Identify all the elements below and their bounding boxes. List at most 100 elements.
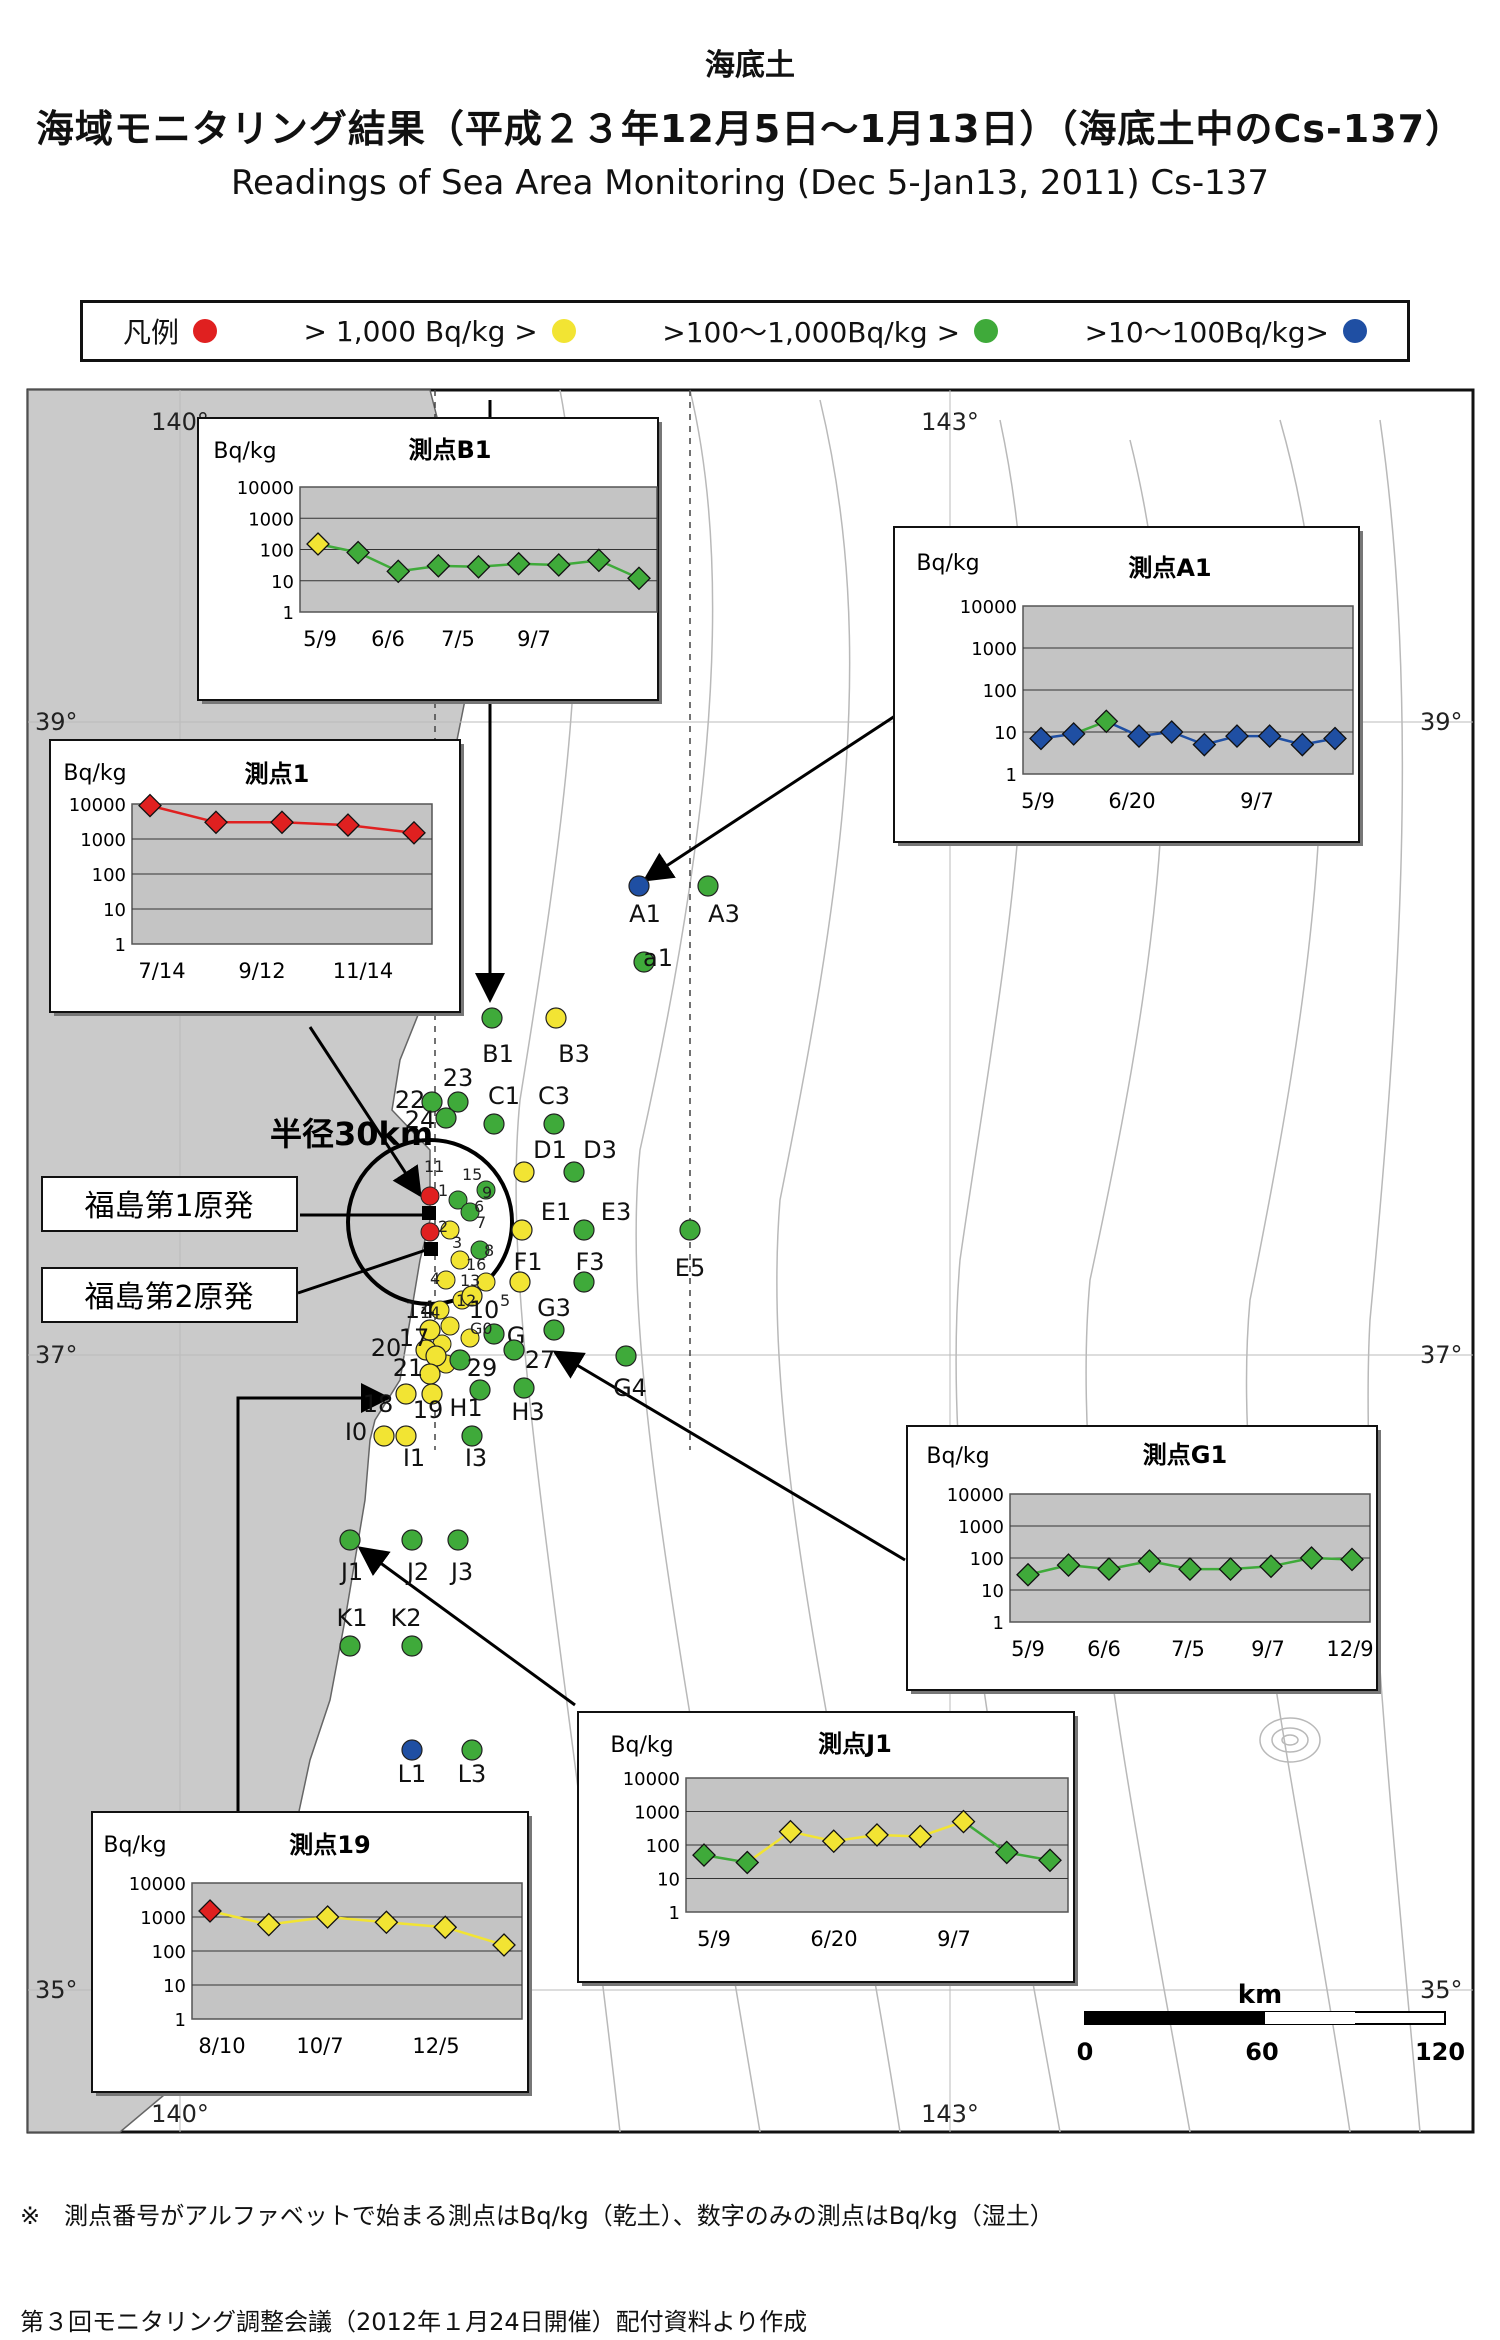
inset-data-point [306, 532, 330, 556]
station-label-K1: K1 [336, 1604, 367, 1632]
latitude-label: 37° [35, 1341, 78, 1369]
inset-x-tick: 7/5 [441, 627, 475, 651]
station-label-J1: J1 [339, 1558, 363, 1586]
station-dot-J1 [339, 1529, 361, 1551]
inset-title: 測点1 [245, 760, 310, 788]
station-label-E3: E3 [601, 1198, 631, 1226]
station-dot-B3 [545, 1007, 567, 1029]
station-dot-A3 [697, 875, 719, 897]
station-dot-24 [435, 1107, 457, 1129]
inset-y-tick: 10 [163, 1976, 186, 1997]
nearshore-station-dot [476, 1272, 496, 1292]
scale-tick-0: 0 [1077, 2038, 1094, 2066]
inset-data-point [865, 1822, 889, 1847]
inset-y-tick: 100 [646, 1836, 680, 1857]
inset-data-point [1218, 1557, 1243, 1582]
plant1-marker [422, 1206, 436, 1220]
station-dot-a1 [633, 951, 655, 973]
inset-y-tick: 10000 [623, 1769, 680, 1790]
inner-station-label: G0 [470, 1319, 493, 1338]
inset-x-tick: 5/9 [303, 627, 337, 651]
inset-y-unit: Bq/kg [926, 1444, 989, 1469]
legend-item-green-blue: >10～100Bq/kg> [1085, 311, 1367, 351]
station-label-J2: J2 [405, 1558, 429, 1586]
scale-unit: km [1238, 1980, 1282, 2010]
inset-y-tick: 100 [970, 1549, 1004, 1570]
inset-title: 測点G1 [1143, 1441, 1227, 1469]
inner-station-label: 3 [452, 1233, 462, 1252]
inset-x-tick: 9/7 [1251, 1637, 1285, 1661]
station-label-G3: G3 [537, 1294, 571, 1322]
nearshore-station-dot [460, 1328, 480, 1348]
inner-station-label: 15 [462, 1165, 482, 1184]
station-label-C1: C1 [488, 1082, 520, 1110]
yellow-dot-icon [551, 319, 576, 343]
inset-data-point [1323, 726, 1347, 751]
inset-series-segment [347, 823, 415, 835]
station-label-E1: E1 [541, 1198, 571, 1226]
inner-station-label: 5 [500, 1291, 510, 1310]
station-dot-22 [421, 1091, 443, 1113]
inset-x-tick: 7/5 [1171, 1637, 1205, 1661]
inset-data-point [1029, 726, 1053, 751]
inset-x-tick: 11/14 [333, 959, 394, 983]
station-label-22: 22 [395, 1086, 426, 1114]
nearshore-station-dot [420, 1222, 440, 1242]
inset-data-point [506, 551, 531, 576]
nearshore-station-dot [476, 1180, 496, 1200]
scale-tick-60: 60 [1245, 2038, 1278, 2066]
inset-data-point [586, 548, 611, 573]
inset-y-tick: 10 [981, 1581, 1004, 1602]
red-dot-icon [193, 319, 218, 343]
inset-data-point [433, 1915, 458, 1940]
nearshore-station-dot [460, 1202, 480, 1222]
inset-y-tick: 1000 [958, 1517, 1004, 1538]
inset-data-point [466, 554, 491, 579]
nearshore-station-dot [440, 1220, 460, 1240]
station-label-L1: L1 [398, 1760, 427, 1788]
station-dot-L1 [401, 1739, 423, 1761]
inset-x-tick: 8/10 [198, 2034, 245, 2058]
source-note: 第３回モニタリング調整会議（2012年１月24日開催）配付資料より作成 [20, 2308, 808, 2336]
inset-data-point [627, 566, 651, 591]
station-dot-14 [419, 1319, 441, 1341]
station-label-I3: I3 [465, 1444, 487, 1472]
station-dot-G [483, 1323, 505, 1345]
station-dot-10 [461, 1285, 483, 1307]
station-label-A3: A3 [708, 900, 740, 928]
legend-item-yellow-green: >100～1,000Bq/kg > [662, 311, 999, 351]
inset-data-point [386, 559, 411, 584]
station-dot-E3 [573, 1219, 595, 1241]
scale-tick-120: 120 [1415, 2038, 1465, 2066]
inset-y-unit: Bq/kg [610, 1733, 673, 1758]
inset-title: 測点19 [289, 1831, 370, 1859]
nearshore-station-dot [470, 1240, 490, 1260]
inset-data-point [374, 1910, 399, 1935]
latitude-label: 35° [35, 1976, 78, 2004]
inset-y-tick: 1000 [971, 639, 1017, 660]
station-dot-B1 [481, 1007, 503, 1029]
station-label-18: 18 [363, 1390, 394, 1418]
inset-data-point [402, 820, 426, 845]
inset-y-tick: 10000 [237, 478, 294, 499]
legend-threshold-10: >10～100Bq/kg> [1084, 316, 1329, 349]
inset-y-tick: 10 [103, 900, 126, 921]
footnote: ※ 測点番号がアルファベットで始まる測点はBq/kg（乾土）、数字のみの測点はB… [20, 2202, 1054, 2230]
station-label-B3: B3 [558, 1040, 590, 1068]
inset-data-point [336, 813, 360, 837]
inset-data-point [1257, 724, 1282, 748]
station-label-I1: I1 [403, 1444, 425, 1472]
inset-title: 測点J1 [818, 1730, 892, 1758]
inset-x-tick: 5/9 [1021, 789, 1055, 813]
inset-x-tick: 9/7 [937, 1927, 971, 1951]
nearshore-station-dot [420, 1186, 440, 1206]
radius-30km-label: 半径30km [270, 1115, 433, 1153]
station-label-14: 14 [405, 1296, 436, 1324]
inset-data-point [1097, 1557, 1121, 1582]
inset-data-point [1340, 1547, 1364, 1572]
